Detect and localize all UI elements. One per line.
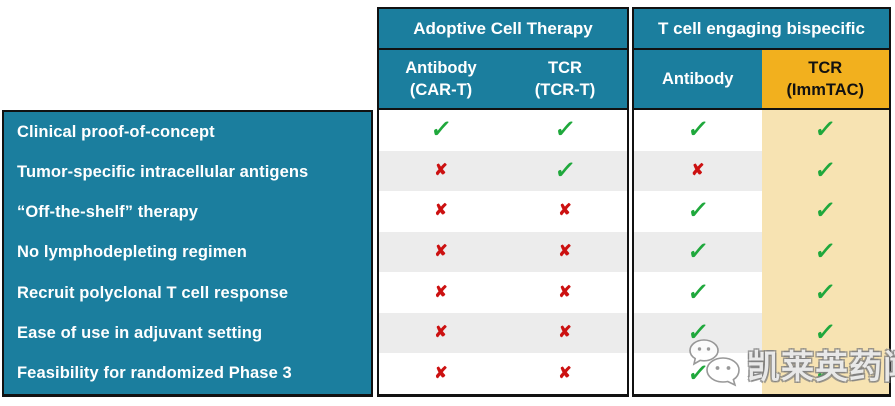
- mark-cell: ✓: [379, 110, 503, 151]
- cross-mark-icon: ✘: [434, 324, 448, 342]
- mark-cell: ✘: [503, 272, 627, 313]
- row-label: Tumor-specific intracellular antigens: [17, 162, 309, 181]
- check-mark-icon: ✓: [685, 116, 710, 144]
- mark-cell: ✘: [503, 353, 627, 395]
- column-header-tcr-tcr-t: TCR (TCR-T): [503, 50, 627, 108]
- mark-cell: ✓: [634, 110, 762, 151]
- table-row: ✘✘: [379, 312, 627, 354]
- cross-mark-icon: ✘: [434, 364, 448, 382]
- cross-mark-icon: ✘: [434, 161, 448, 179]
- cross-mark-icon: ✘: [558, 202, 572, 220]
- cross-mark-icon: ✘: [558, 324, 572, 342]
- row-label: Recruit polyclonal T cell response: [17, 283, 289, 302]
- column-header-line2: (ImmTAC): [786, 81, 865, 99]
- cross-mark-icon: ✘: [691, 161, 705, 179]
- column-header-line1: Antibody: [662, 69, 734, 88]
- cross-mark-icon: ✘: [558, 283, 572, 301]
- check-mark-icon: ✓: [685, 278, 710, 306]
- mark-cell: ✓: [634, 312, 762, 354]
- row-label: No lymphodepleting regimen: [17, 243, 247, 262]
- mark-cell: ✓: [761, 353, 889, 395]
- mark-cell: ✓: [634, 272, 762, 313]
- column-header-line1: TCR: [548, 58, 582, 77]
- table-row: ✓✓: [634, 231, 889, 273]
- cross-mark-icon: ✘: [434, 202, 448, 220]
- mark-cell: ✘: [379, 272, 503, 313]
- mark-cell: ✘: [379, 312, 503, 354]
- cross-mark-icon: ✘: [434, 283, 448, 301]
- subheader-row-adoptive: Antibody (CAR-T) TCR (TCR-T): [379, 50, 627, 110]
- subheader-row-bispecific: Antibody TCR (ImmTAC): [634, 50, 889, 110]
- table-row: ✘✘: [379, 353, 627, 395]
- mark-cell: ✓: [761, 150, 889, 192]
- mark-cell: ✓: [761, 110, 889, 151]
- table-row: ✓✓: [634, 353, 889, 395]
- check-mark-icon: ✓: [813, 156, 838, 184]
- mark-cell: ✘: [634, 150, 762, 192]
- check-mark-icon: ✓: [813, 116, 838, 144]
- table-row: ✘✘: [379, 272, 627, 313]
- check-mark-icon: ✓: [813, 238, 838, 266]
- mark-cell: ✘: [503, 231, 627, 273]
- mark-cell: ✓: [634, 191, 762, 232]
- cross-mark-icon: ✘: [434, 243, 448, 261]
- mark-cell: ✘: [379, 191, 503, 232]
- mark-cell: ✓: [761, 191, 889, 232]
- row-label: Feasibility for randomized Phase 3: [17, 364, 292, 383]
- column-header-antibody: Antibody: [634, 50, 762, 108]
- column-header-line1: Antibody: [405, 58, 477, 77]
- table-row: ✘✓: [379, 150, 627, 192]
- check-mark-icon: ✓: [813, 278, 838, 306]
- table-row: ✘✘: [379, 191, 627, 232]
- mark-cell: ✘: [503, 312, 627, 354]
- check-mark-icon: ✓: [553, 156, 578, 184]
- table-row: ✘✓: [634, 150, 889, 192]
- bispecific-table-body: ✓✓✘✓✓✓✓✓✓✓✓✓✓✓: [634, 110, 889, 395]
- check-mark-icon: ✓: [685, 197, 710, 225]
- check-mark-icon: ✓: [429, 116, 454, 144]
- row-label: “Off-the-shelf” therapy: [17, 203, 199, 222]
- table-row: ✓✓: [634, 312, 889, 354]
- table-row: ✓✓: [634, 191, 889, 232]
- mark-cell: ✓: [503, 150, 627, 192]
- column-header-line2: (CAR-T): [409, 81, 473, 99]
- table-row: ✓✓: [379, 110, 627, 151]
- group-header-t-cell-bispecific: T cell engaging bispecific: [634, 9, 889, 50]
- adoptive-cell-therapy-table: Adoptive Cell Therapy Antibody (CAR-T) T…: [377, 7, 629, 397]
- cross-mark-icon: ✘: [558, 364, 572, 382]
- cross-mark-icon: ✘: [558, 243, 572, 261]
- check-mark-icon: ✓: [553, 116, 578, 144]
- table-row: ✘✘: [379, 231, 627, 273]
- adoptive-table-body: ✓✓✘✓✘✘✘✘✘✘✘✘✘✘: [379, 110, 627, 395]
- column-header-antibody-car-t: Antibody (CAR-T): [379, 50, 503, 108]
- check-mark-icon: ✓: [685, 359, 710, 387]
- mark-cell: ✓: [761, 231, 889, 273]
- mark-cell: ✘: [503, 191, 627, 232]
- table-row: ✓✓: [634, 272, 889, 313]
- mark-cell: ✓: [761, 272, 889, 313]
- column-header-line2: (TCR-T): [534, 81, 596, 99]
- mark-cell: ✘: [379, 231, 503, 273]
- mark-cell: ✘: [379, 150, 503, 192]
- check-mark-icon: ✓: [813, 359, 838, 387]
- check-mark-icon: ✓: [813, 197, 838, 225]
- row-label: Ease of use in adjuvant setting: [17, 324, 263, 343]
- mark-cell: ✘: [379, 353, 503, 395]
- check-mark-icon: ✓: [685, 319, 710, 347]
- check-mark-icon: ✓: [685, 238, 710, 266]
- column-header-line1: TCR: [808, 58, 843, 77]
- column-header-tcr-immtac: TCR (ImmTAC): [761, 50, 889, 108]
- mark-cell: ✓: [634, 353, 762, 395]
- group-header-adoptive-cell-therapy: Adoptive Cell Therapy: [379, 9, 627, 50]
- t-cell-bispecific-table: T cell engaging bispecific Antibody TCR …: [632, 7, 891, 397]
- mark-cell: ✓: [634, 231, 762, 273]
- mark-cell: ✓: [503, 110, 627, 151]
- table-row: ✓✓: [634, 110, 889, 151]
- mark-cell: ✓: [761, 312, 889, 354]
- row-label: Clinical proof-of-concept: [17, 122, 215, 141]
- check-mark-icon: ✓: [813, 319, 838, 347]
